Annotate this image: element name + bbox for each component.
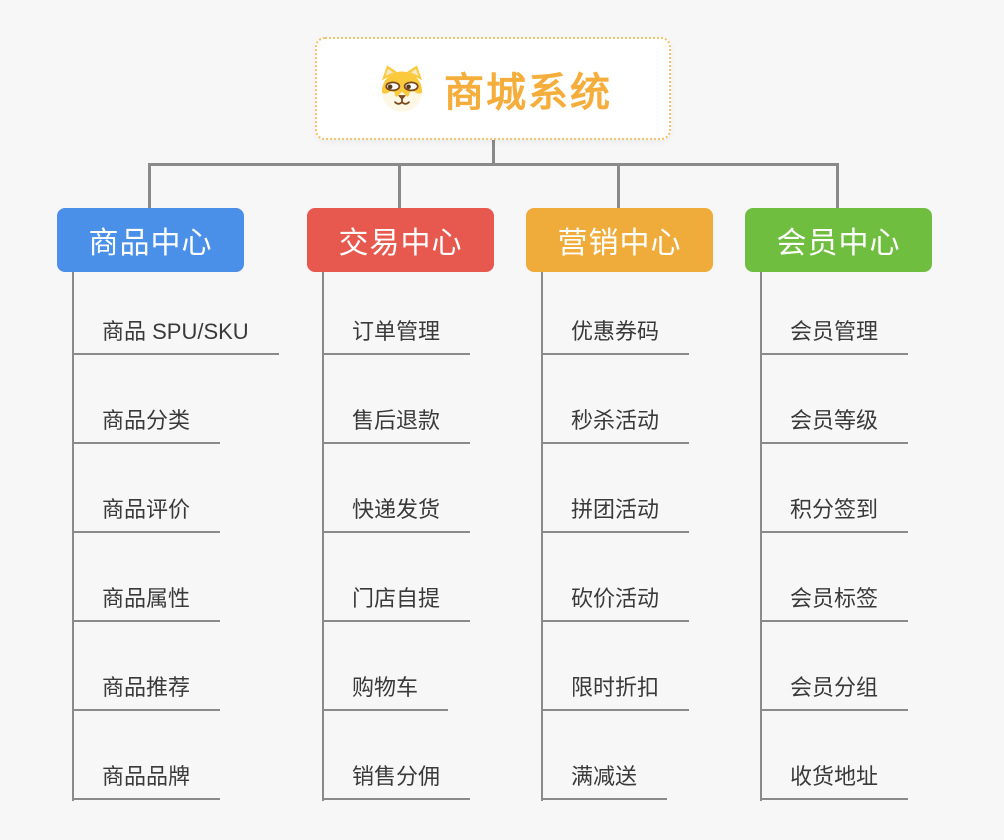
leaf-node[interactable]: 会员等级 <box>760 406 909 444</box>
leaf-node[interactable]: 商品品牌 <box>72 762 221 800</box>
branch-node-marketing-center[interactable]: 营销中心 <box>526 208 713 272</box>
trunk-connector <box>541 270 543 801</box>
leaf-node[interactable]: 砍价活动 <box>541 584 690 622</box>
leaf-node[interactable]: 销售分佣 <box>322 762 471 800</box>
leaf-node[interactable]: 秒杀活动 <box>541 406 690 444</box>
leaf-node[interactable]: 商品 SPU/SKU <box>72 317 279 355</box>
leaf-node[interactable]: 积分签到 <box>760 495 909 533</box>
root-node[interactable]: 商城系统 <box>315 37 671 140</box>
leaf-node[interactable]: 优惠券码 <box>541 317 690 355</box>
leaf-node[interactable]: 商品推荐 <box>72 673 221 711</box>
drop-connector <box>617 163 620 209</box>
leaf-node[interactable]: 订单管理 <box>322 317 471 355</box>
drop-connector <box>836 163 839 209</box>
leaf-node[interactable]: 商品分类 <box>72 406 221 444</box>
drop-connector <box>148 163 151 209</box>
leaf-node[interactable]: 拼团活动 <box>541 495 690 533</box>
leaf-node[interactable]: 商品属性 <box>72 584 221 622</box>
trunk-connector <box>760 270 762 801</box>
branch-node-product-center[interactable]: 商品中心 <box>57 208 244 272</box>
trunk-connector <box>72 270 74 801</box>
leaf-node[interactable]: 收货地址 <box>760 762 909 800</box>
drop-connector <box>398 163 401 209</box>
branch-node-member-center[interactable]: 会员中心 <box>745 208 932 272</box>
root-title: 商城系统 <box>444 70 612 115</box>
leaf-node[interactable]: 售后退款 <box>322 406 471 444</box>
leaf-node[interactable]: 商品评价 <box>72 495 221 533</box>
leaf-node[interactable]: 门店自提 <box>322 584 471 622</box>
leaf-node[interactable]: 限时折扣 <box>541 673 690 711</box>
root-stem-connector <box>492 139 495 165</box>
branch-node-trade-center[interactable]: 交易中心 <box>307 208 494 272</box>
leaf-node[interactable]: 满减送 <box>541 762 668 800</box>
leaf-node[interactable]: 会员分组 <box>760 673 909 711</box>
leaf-node[interactable]: 会员标签 <box>760 584 909 622</box>
shiba-dog-icon <box>381 64 423 112</box>
branch-bus-connector <box>148 163 839 166</box>
leaf-node[interactable]: 快递发货 <box>322 495 471 533</box>
leaf-node[interactable]: 购物车 <box>322 673 449 711</box>
trunk-connector <box>322 270 324 801</box>
leaf-node[interactable]: 会员管理 <box>760 317 909 355</box>
